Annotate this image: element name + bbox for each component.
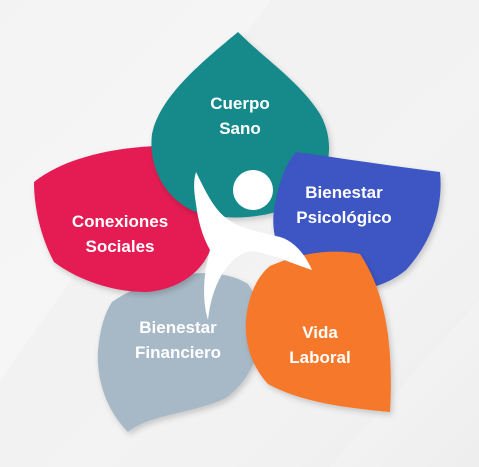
petal-bienestar-financiero-label-line: Financiero (135, 343, 221, 362)
person-figure-icon (194, 170, 312, 320)
petal-bienestar-financiero-shape (97, 273, 262, 432)
petal-conexiones-sociales-label-line: Conexiones (72, 212, 168, 231)
petal-cuerpo-sano-label-line: Sano (219, 119, 261, 138)
petal-vida-laboral-label-line: Vida (302, 323, 338, 342)
petal-vida-laboral-label-line: Laboral (289, 348, 350, 367)
petal-bienestar-financiero-label-line: Bienestar (139, 318, 217, 337)
petal-conexiones-sociales-label-line: Sociales (86, 237, 155, 256)
person-figure-head (233, 170, 273, 210)
petal-bienestar-psicologico-label-line: Bienestar (305, 183, 383, 202)
petal-cuerpo-sano-label-line: Cuerpo (210, 94, 270, 113)
petal-bienestar-psicologico-label-line: Psicológico (296, 208, 391, 227)
person-figure-body (194, 172, 312, 320)
petal-vida-laboral-shape (245, 251, 391, 412)
